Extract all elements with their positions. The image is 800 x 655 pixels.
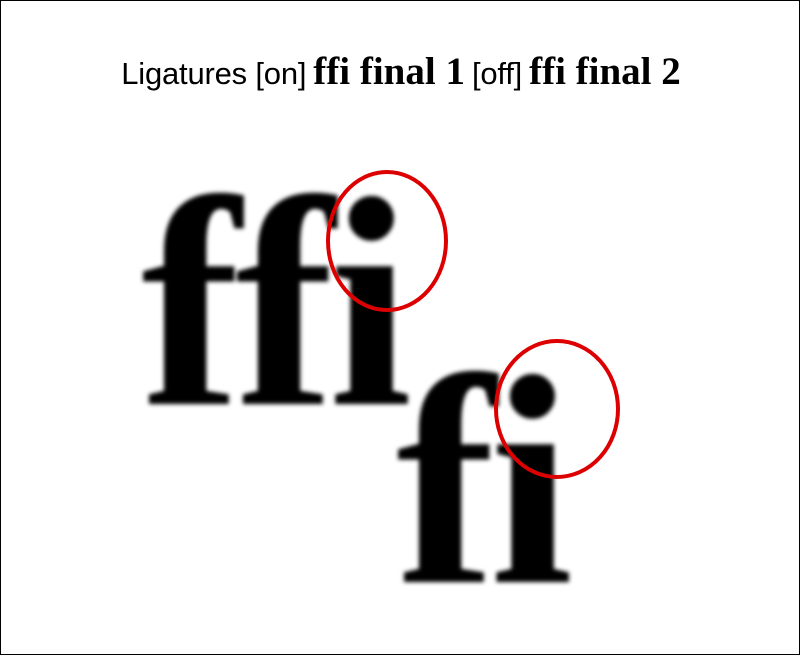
caption-off: [off] (471, 56, 523, 91)
ligature-off-glyph: fi (396, 315, 573, 647)
caption-sample-1: ffi final 1 (313, 50, 465, 93)
highlight-circle-on (326, 170, 448, 312)
caption-ligatures-on: Ligatures [on] (121, 56, 307, 91)
caption: Ligatures [on]ffi final 1[off]ffi final … (1, 49, 799, 94)
highlight-circle-off (494, 339, 620, 479)
caption-sample-2: ffi final 2 (529, 50, 681, 93)
ligature-on-glyph: ffi (141, 137, 412, 469)
